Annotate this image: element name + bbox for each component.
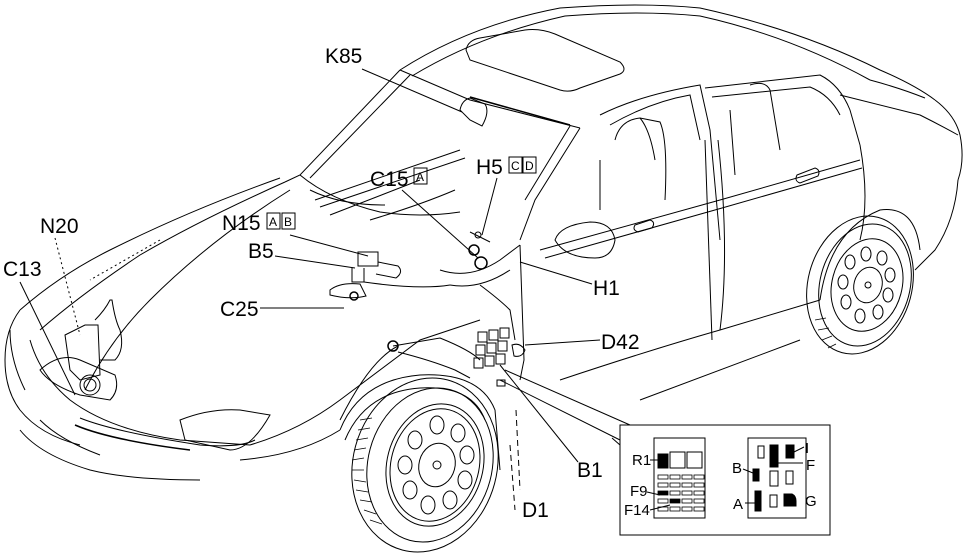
fuse-slot: [693, 482, 705, 488]
label-n15-text: N15: [222, 212, 261, 235]
label-k85: K85: [325, 45, 362, 68]
leader-lines: [19, 68, 631, 491]
label-c15-box-a: A: [416, 170, 424, 184]
label-n20: N20: [40, 215, 79, 238]
relay-label-g: G: [805, 493, 817, 510]
label-n15-box-a: A: [269, 215, 277, 229]
fuse-slot: [669, 498, 681, 504]
fuse-slot: [693, 498, 705, 504]
component-h5-switch: [469, 231, 491, 243]
front-wheel-holes: [397, 415, 475, 515]
fuse-slot: [657, 490, 669, 496]
fuse-slot: [657, 482, 669, 488]
component-fuse-box: [473, 327, 510, 387]
component-k85-mirror: [459, 97, 488, 127]
wiring-harness: [339, 244, 525, 421]
relay-label-f: F: [806, 457, 815, 474]
label-h5-text: H5: [476, 156, 503, 179]
fuse-slot: [681, 498, 693, 504]
fuse-slot: [693, 474, 705, 480]
label-c25: C25: [220, 298, 259, 321]
relay-label-i: I: [805, 440, 809, 457]
fuse-label-f14: F14: [624, 502, 650, 519]
label-h5-box-d: D: [525, 159, 534, 173]
label-b1: B1: [577, 459, 603, 482]
fuse-label-r1: R1: [632, 452, 651, 469]
front-wheel: [351, 377, 499, 553]
fuse-slot: [657, 498, 669, 504]
label-h5: H5 C D: [476, 156, 537, 179]
inset-panel: R1 F9 F14 I B F A G: [611, 424, 831, 536]
fuse-panel: R1 F9 F14: [624, 437, 706, 519]
label-d42: D42: [601, 331, 640, 354]
fuse-slot: [681, 506, 693, 512]
relay-label-b: B: [732, 460, 742, 477]
fuse-slot: [693, 506, 705, 512]
label-n15-box-b: B: [284, 215, 292, 229]
car-body-outline: [4, 4, 963, 511]
fuse-grid: [657, 474, 705, 512]
label-c13: C13: [3, 258, 42, 281]
fuse-slot: [681, 474, 693, 480]
component-c15-bracket: [439, 244, 521, 287]
fuse-label-f9: F9: [630, 483, 648, 500]
fuse-slot: [681, 490, 693, 496]
relay-label-a: A: [733, 496, 743, 513]
label-b5: B5: [248, 240, 274, 263]
label-h1: H1: [593, 277, 620, 300]
label-c15: C15 A: [370, 167, 428, 191]
rear-wheel: [806, 215, 914, 355]
fuse-slot: [669, 490, 681, 496]
fuse-slot: [669, 482, 681, 488]
fuse-slot: [669, 506, 681, 512]
fuse-slot: [681, 482, 693, 488]
component-n20-headlamp-unit: [64, 299, 123, 396]
relay-panel: I B F A G: [732, 437, 817, 519]
fuse-slot: [669, 474, 681, 480]
label-c15-text: C15: [370, 168, 409, 191]
component-n15-b5-assembly: [329, 251, 402, 301]
label-n15: N15 A B: [222, 212, 296, 235]
fuse-slot: [693, 490, 705, 496]
fuse-slot: [657, 474, 669, 480]
component-d42-connector: [511, 343, 526, 357]
label-k85-text: K85: [325, 45, 362, 68]
label-h5-box-c: C: [511, 159, 520, 173]
label-d1: D1: [522, 499, 549, 522]
